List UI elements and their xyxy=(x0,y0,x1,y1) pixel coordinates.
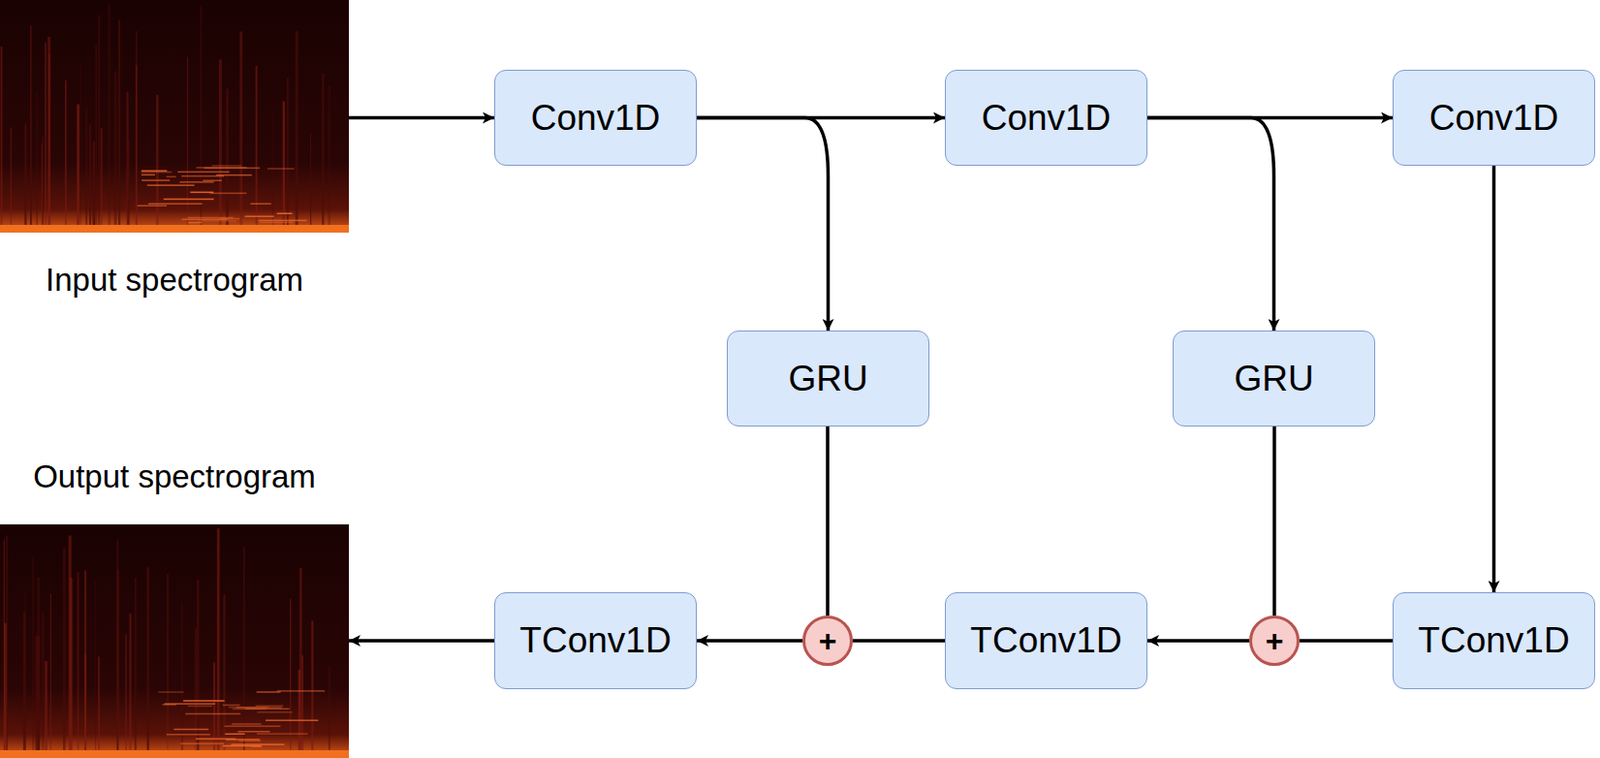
layer-label: Conv1D xyxy=(1429,97,1560,139)
process-box: Conv1D xyxy=(944,69,1148,166)
spectrogram-image: Output spectrogram xyxy=(0,524,349,758)
connector xyxy=(348,638,495,643)
layer-label: Conv1D xyxy=(531,97,661,139)
connector xyxy=(1299,638,1393,643)
process-box: GRU xyxy=(726,330,930,427)
process-box: TConv1D xyxy=(944,592,1148,690)
sum-symbol: + xyxy=(818,625,838,657)
process-box: TConv1D xyxy=(494,592,697,690)
connector xyxy=(1147,118,1275,332)
layer-label: TConv1D xyxy=(970,620,1122,661)
layer-label: GRU xyxy=(1233,358,1314,400)
process-box: Conv1D xyxy=(1392,69,1596,166)
sum-symbol: + xyxy=(1265,625,1285,657)
connector xyxy=(825,426,830,616)
spectrogram-image: Input spectrogram xyxy=(0,0,349,233)
layer-label: GRU xyxy=(787,358,868,400)
connector xyxy=(852,638,945,643)
layer-label: TConv1D xyxy=(1417,620,1569,661)
layer-label: Conv1D xyxy=(981,97,1112,139)
spectrogram-picture xyxy=(0,524,349,758)
sum-circle: + xyxy=(1249,615,1300,666)
process-box: Conv1D xyxy=(494,69,697,166)
image-caption: Input spectrogram xyxy=(45,261,304,299)
layer-label: TConv1D xyxy=(519,620,671,661)
connector xyxy=(696,118,829,332)
process-box: GRU xyxy=(1172,330,1376,427)
connector xyxy=(1147,638,1250,643)
connector xyxy=(696,638,803,643)
spectrogram-picture xyxy=(0,0,349,233)
connector xyxy=(1272,426,1277,616)
connector xyxy=(348,116,495,121)
process-box: TConv1D xyxy=(1392,592,1596,690)
connector xyxy=(1492,165,1497,593)
sum-circle: + xyxy=(802,615,853,666)
image-caption: Output spectrogram xyxy=(32,458,316,496)
